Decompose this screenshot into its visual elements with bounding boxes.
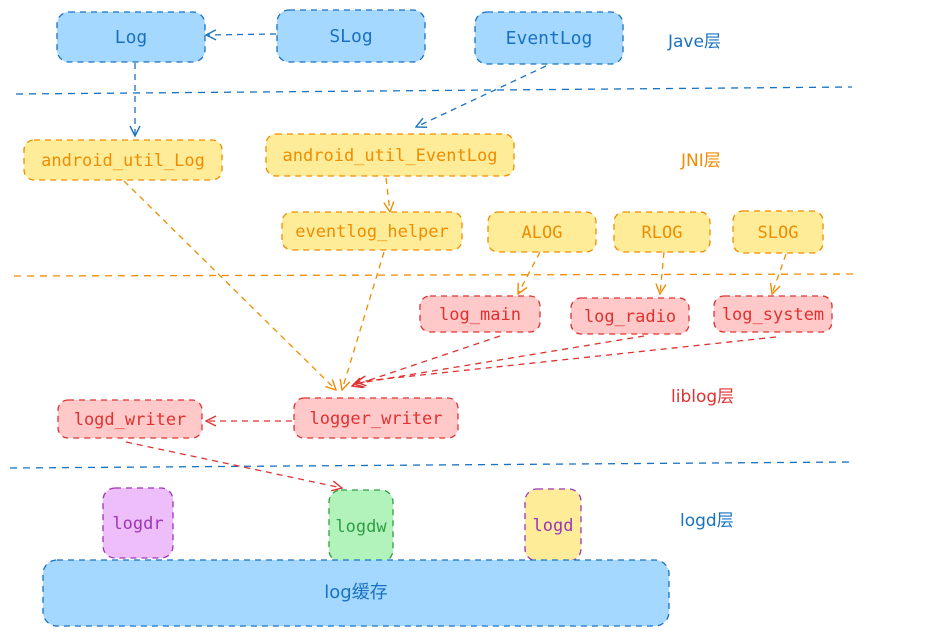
arrow-slog-macro-to-log-system	[772, 253, 787, 294]
node-logd-writer: logd_writer	[57, 399, 203, 439]
svg-text:android_util_Log: android_util_Log	[41, 151, 205, 171]
svg-text:log缓存: log缓存	[324, 582, 387, 603]
arrow-slog-to-log	[206, 34, 277, 35]
arrow-android-util-log-to-logger-writer	[123, 180, 336, 390]
arrow-log-system-to-logger-writer	[356, 336, 777, 382]
node-logdr: logdr	[102, 487, 174, 559]
node-android-util-log: android_util_Log	[23, 139, 223, 181]
layer-label-jni: JNI层	[680, 151, 721, 171]
svg-text:Log: Log	[115, 27, 148, 48]
arrow-log-main-to-logger-writer	[352, 335, 501, 386]
node-eventlog-helper: eventlog_helper	[281, 211, 463, 251]
node-log-buffer: log缓存	[42, 559, 670, 627]
svg-text:log_main: log_main	[439, 305, 521, 325]
svg-text:SLog: SLog	[329, 26, 372, 47]
svg-text:logdw: logdw	[335, 517, 387, 537]
node-logger-writer: logger_writer	[293, 397, 459, 439]
arrow-alog-to-log-main	[518, 251, 541, 294]
layer-label-java: Jave层	[667, 32, 721, 52]
svg-text:ALOG: ALOG	[522, 223, 563, 243]
layer-label-logd: logd层	[680, 511, 734, 531]
node-android-util-eventlog: android_util_EventLog	[265, 133, 515, 177]
arrow-eventlog-to-android-util-eventlog	[416, 65, 547, 127]
node-log-system: log_system	[713, 295, 833, 333]
svg-text:EventLog: EventLog	[506, 28, 593, 49]
svg-text:log_system: log_system	[722, 305, 824, 325]
svg-text:logd_writer: logd_writer	[74, 410, 187, 430]
node-alog: ALOG	[487, 211, 597, 253]
node-slog-macro: SLOG	[732, 210, 824, 254]
java-jni-divider	[15, 86, 853, 95]
node-eventlog: EventLog	[474, 11, 624, 65]
node-log: Log	[56, 11, 206, 63]
node-log-radio: log_radio	[570, 297, 690, 335]
arrow-android-util-eventlog-to-helper	[386, 177, 390, 212]
node-logdw: logdw	[328, 489, 394, 563]
svg-text:logd: logd	[533, 516, 574, 536]
node-log-main: log_main	[419, 295, 541, 333]
node-rlog: RLOG	[613, 211, 711, 253]
svg-text:eventlog_helper: eventlog_helper	[295, 222, 449, 242]
svg-text:SLOG: SLOG	[758, 223, 799, 243]
arrow-helper-to-logger-writer	[342, 251, 385, 390]
svg-text:android_util_EventLog: android_util_EventLog	[283, 146, 498, 166]
svg-text:RLOG: RLOG	[642, 223, 683, 243]
layer-label-liblog: liblog层	[671, 387, 734, 407]
node-logd: logd	[524, 488, 582, 562]
svg-text:logger_writer: logger_writer	[309, 409, 442, 429]
svg-text:log_radio: log_radio	[584, 307, 676, 327]
svg-text:logdr: logdr	[112, 514, 163, 534]
arrow-logd-writer-to-logdw	[125, 441, 342, 488]
arrow-log-radio-to-logger-writer	[354, 335, 645, 384]
liblog-logd-divider	[9, 461, 853, 469]
node-slog: SLog	[276, 9, 426, 63]
jni-liblog-divider	[13, 273, 859, 277]
arrow-rlog-to-log-radio	[660, 251, 664, 294]
